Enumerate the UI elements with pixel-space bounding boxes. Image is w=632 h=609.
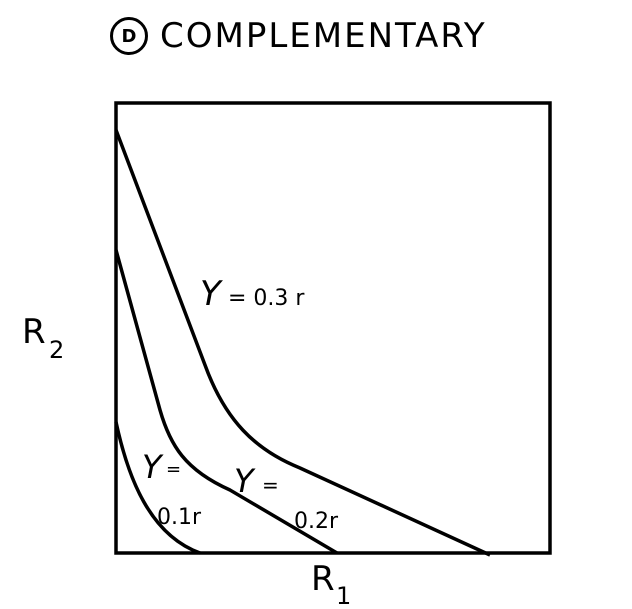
curve-y-0.3r — [114, 129, 491, 557]
curve-label-y-0.3r-symbol: Y — [200, 274, 223, 314]
curve-label-y-0.2r-symbol: Y — [234, 462, 256, 500]
y-axis-subscript: 2 — [49, 336, 64, 364]
curve-label-y-0.2r-value: 0.2r — [294, 509, 339, 534]
figure-title: D COMPLEMENTARY — [110, 12, 487, 60]
curve-label-y-0.3r-value: = 0.3 r — [228, 286, 305, 311]
plot-frame — [114, 101, 552, 555]
x-axis-subscript: 1 — [336, 582, 351, 609]
curve-y-0.1r — [114, 421, 201, 555]
curve-label-y-0.2r-equals: = — [262, 473, 279, 497]
panel-badge: D — [110, 17, 148, 55]
x-axis-label: R — [311, 559, 335, 599]
y-axis-label: R — [22, 312, 46, 352]
curve-y-0.2r — [114, 249, 338, 555]
curve-label-y-0.1r-equals: = — [166, 459, 181, 480]
title-text: COMPLEMENTARY — [160, 16, 487, 56]
curve-label-y-0.1r-symbol: Y — [142, 448, 164, 486]
curve-label-y-0.1r-value: 0.1r — [157, 505, 202, 530]
